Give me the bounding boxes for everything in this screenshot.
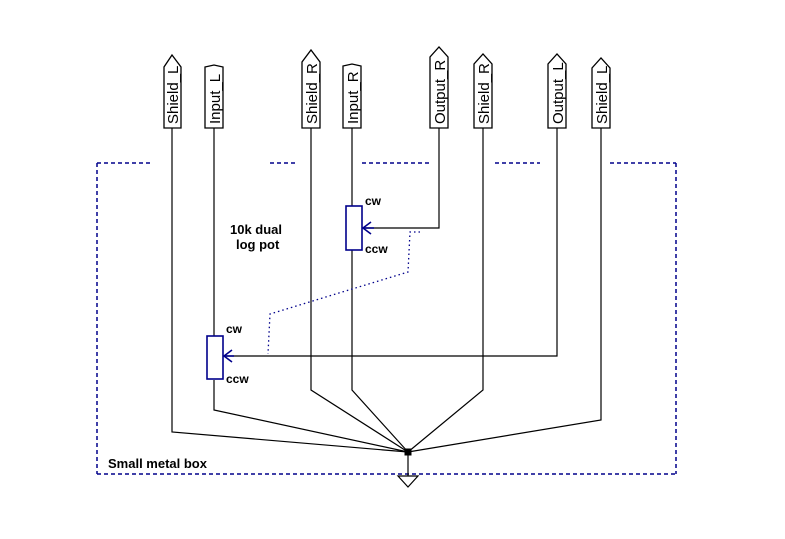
pot-note-line1: 10k dual bbox=[230, 222, 282, 237]
enclosure-box bbox=[96, 162, 677, 475]
right-pot-cw-label: cw bbox=[365, 194, 382, 208]
right-pot-ccw-label: ccw bbox=[365, 242, 388, 256]
connector-input-r: Input_R bbox=[342, 63, 362, 129]
potentiometer-right bbox=[345, 205, 374, 251]
connector-input-l: Input_L bbox=[204, 64, 224, 129]
connector-output-r: Output_R bbox=[429, 46, 449, 129]
ground-junction-node bbox=[404, 448, 412, 456]
wire-output-r bbox=[364, 128, 440, 229]
connector-label: Shield_R bbox=[304, 63, 321, 124]
connector-shield-r-left: Shield_R bbox=[301, 48, 321, 129]
connector-shield-r-right: Shield_R bbox=[473, 53, 493, 129]
wires bbox=[171, 128, 602, 476]
connector-label: Input_R bbox=[345, 71, 362, 124]
enclosure-label: Small metal box bbox=[108, 456, 208, 471]
connector-label: Output_L bbox=[550, 62, 567, 124]
wire-shield-r-left bbox=[310, 128, 409, 453]
connector-label: Output_R bbox=[432, 60, 449, 124]
connector-shield-l-left: Shield_L bbox=[163, 53, 182, 129]
wire-shield-r-right bbox=[407, 128, 484, 453]
wire-shield-l-right bbox=[407, 128, 602, 453]
pot-note-line2: log pot bbox=[236, 237, 280, 252]
pot-gang-link bbox=[267, 231, 420, 355]
connector-label: Shield_L bbox=[165, 66, 182, 124]
potentiometer-left bbox=[206, 335, 234, 380]
wire-right-pot-ccw bbox=[351, 250, 409, 453]
connector-label: Shield_R bbox=[476, 63, 493, 124]
ground-symbol bbox=[396, 475, 420, 488]
connector-label: Shield_L bbox=[594, 66, 611, 124]
connector-shield-l-right: Shield_L bbox=[591, 57, 611, 129]
wire-shield-l-left bbox=[171, 128, 409, 453]
connector-output-l: Output_L bbox=[547, 53, 567, 129]
left-pot-ccw-label: ccw bbox=[226, 372, 249, 386]
wire-left-pot-ccw bbox=[213, 380, 409, 453]
connector-label: Input_L bbox=[207, 74, 224, 124]
wire-output-l bbox=[226, 128, 558, 357]
left-pot-cw-label: cw bbox=[226, 322, 243, 336]
